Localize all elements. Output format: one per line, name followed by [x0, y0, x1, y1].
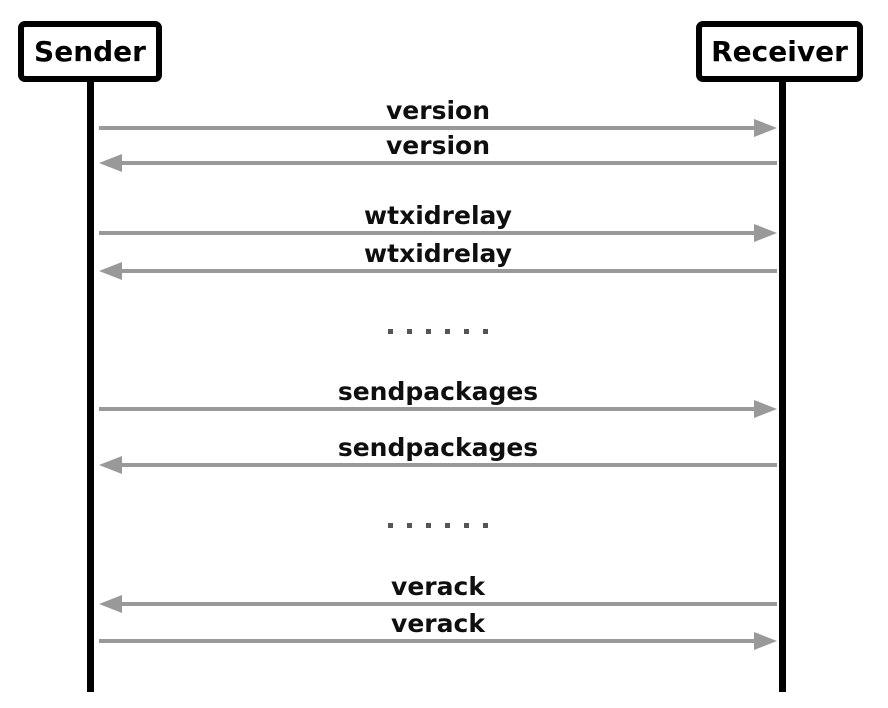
message-line — [120, 161, 777, 165]
arrowhead-left-icon — [99, 154, 122, 172]
message-line — [99, 231, 756, 235]
ellipsis-dot — [464, 329, 469, 334]
message-line — [120, 269, 777, 273]
message-label: wtxidrelay — [364, 239, 512, 268]
arrowhead-right-icon — [754, 224, 777, 242]
ellipsis-row — [99, 329, 777, 334]
ellipsis-dot — [445, 523, 450, 528]
ellipsis-dot — [483, 329, 488, 334]
arrowhead-left-icon — [99, 456, 122, 474]
message-label: sendpackages — [337, 433, 539, 462]
arrowhead-right-icon — [754, 119, 777, 137]
arrowhead-right-icon — [754, 632, 777, 650]
message-line — [99, 639, 756, 643]
ellipsis-dot — [426, 329, 431, 334]
actor-label-sender: Sender — [34, 35, 146, 68]
message-label: verack — [391, 609, 485, 638]
ellipsis-dot — [464, 523, 469, 528]
message-line — [120, 463, 777, 467]
message-label: verack — [391, 572, 485, 601]
message-line — [99, 126, 756, 130]
ellipsis-dot — [426, 523, 431, 528]
actor-label-receiver: Receiver — [711, 35, 848, 68]
ellipsis-dot — [388, 329, 393, 334]
message-line — [120, 602, 777, 606]
lifeline-receiver — [779, 80, 786, 692]
actor-box-receiver: Receiver — [696, 21, 863, 82]
arrowhead-right-icon — [754, 400, 777, 418]
lifeline-sender — [87, 80, 94, 692]
message-label: sendpackages — [337, 377, 539, 406]
arrowhead-left-icon — [99, 262, 122, 280]
message-label: version — [385, 96, 490, 125]
ellipsis-dot — [388, 523, 393, 528]
ellipsis-dot — [407, 329, 412, 334]
message-label: wtxidrelay — [364, 201, 512, 230]
ellipsis-dot — [407, 523, 412, 528]
message-label: version — [385, 131, 490, 160]
actor-box-sender: Sender — [18, 21, 162, 82]
ellipsis-dot — [483, 523, 488, 528]
arrowhead-left-icon — [99, 595, 122, 613]
message-line — [99, 407, 756, 411]
ellipsis-row — [99, 523, 777, 528]
ellipsis-dot — [445, 329, 450, 334]
